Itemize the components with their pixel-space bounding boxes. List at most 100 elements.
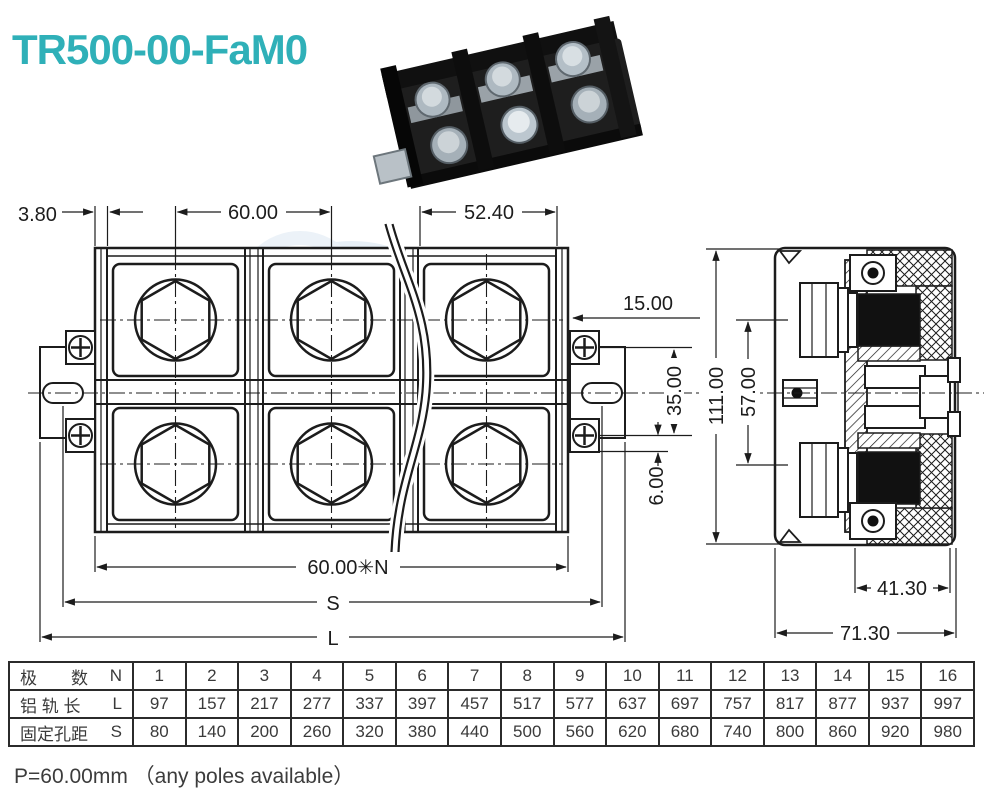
table-cell: 6 — [394, 661, 450, 691]
table-cell: 9 — [552, 661, 608, 691]
bolt-section-upper — [799, 282, 921, 358]
phillips-screw-icon — [572, 335, 597, 360]
terminal-body — [39, 246, 626, 534]
table-cell: 15 — [867, 661, 923, 691]
dim-rail-width: 35.00 — [664, 366, 686, 416]
thread-section — [857, 451, 921, 505]
table-cell: 2 — [184, 661, 240, 691]
row-label: 固定孔距 — [20, 724, 88, 744]
dim-cover-width: 52.40 — [464, 202, 514, 224]
table-cell: 12 — [710, 661, 765, 691]
dim-height: 111.00 — [706, 367, 728, 425]
dim-left-offset: 3.80 — [18, 204, 57, 226]
table-cell: 920 — [867, 717, 923, 747]
bolt-row-lower — [430, 85, 609, 165]
pitch-note: P=60.00mm （any poles available） — [14, 765, 355, 788]
table-cell: 10 — [605, 661, 660, 691]
table-cell: 260 — [289, 717, 345, 747]
table-cell: 97 — [132, 689, 187, 719]
dim-total-length: L — [327, 628, 338, 650]
table-cell: 517 — [499, 689, 555, 719]
table-cell: 4 — [289, 661, 345, 691]
table-cell: 697 — [657, 689, 713, 719]
table-cell: 337 — [342, 689, 397, 719]
table-cell: 637 — [605, 689, 660, 719]
table-cell: 5 — [342, 661, 397, 691]
front-view-drawing: 3.80 60.00 52.40 15.00 35.00 6.00 60.00✳… — [18, 201, 700, 650]
table-cell: 157 — [184, 689, 240, 719]
table-cell: 13 — [762, 661, 818, 691]
table-cell: 140 — [184, 717, 240, 747]
table-cell: 380 — [394, 717, 450, 747]
assembly-screw — [849, 254, 897, 540]
table-cell: 3 — [237, 661, 292, 691]
table-cell: 14 — [815, 661, 870, 691]
centerlines — [28, 254, 700, 528]
dim-inner-height: 57.00 — [738, 367, 760, 417]
table-cell: 277 — [289, 689, 345, 719]
product-photo — [372, 15, 643, 189]
dim-depth: 71.30 — [840, 623, 890, 645]
dim-pitch: 60.00 — [228, 202, 278, 224]
table-cell: 877 — [815, 689, 870, 719]
table-cell: 320 — [342, 717, 397, 747]
phillips-screw-icon — [68, 335, 93, 360]
table-cell: 200 — [237, 717, 292, 747]
table-cell: 980 — [920, 717, 975, 747]
table-cell: 860 — [815, 717, 870, 747]
rail-hook — [778, 528, 803, 543]
table-cell: 740 — [710, 717, 765, 747]
housing-section — [773, 246, 961, 547]
phillips-screw-icon — [68, 423, 93, 448]
page-title: TR500-00-FaM0 — [12, 26, 308, 73]
dim-inner-depth: 41.30 — [877, 578, 927, 600]
phillips-screw-icon — [572, 423, 597, 448]
table-cell: 937 — [867, 689, 923, 719]
row-symbol: L — [112, 694, 122, 713]
table-cell: 680 — [657, 717, 713, 747]
side-dimension-labels: 111.00 57.00 41.30 71.30 — [706, 358, 933, 645]
pole-divider — [244, 248, 264, 532]
table-cell: 757 — [710, 689, 765, 719]
side-view-drawing: 111.00 57.00 41.30 71.30 — [706, 246, 984, 645]
rail-hook — [778, 250, 803, 265]
table-cell: 80 — [132, 717, 187, 747]
table-cell: 440 — [447, 717, 502, 747]
dim-rail-offset: 6.00 — [646, 467, 668, 506]
center-connector — [864, 357, 961, 437]
dim-hole-span: S — [326, 593, 339, 615]
terminal-block-photo — [372, 15, 643, 189]
thread-section — [857, 293, 921, 347]
dim-tab-depth: 15.00 — [623, 293, 673, 315]
front-dimension-labels: 3.80 60.00 52.40 15.00 35.00 6.00 60.00✳… — [18, 201, 686, 650]
table-cell: 1 — [132, 661, 187, 691]
table-cell: 577 — [552, 689, 608, 719]
table-cell: 8 — [499, 661, 555, 691]
table-cell: 800 — [762, 717, 818, 747]
mounting-tab-photo — [372, 147, 413, 185]
table-cell: 217 — [237, 689, 292, 719]
row-label: 铝 轨 长 — [20, 696, 81, 716]
table-cell: 817 — [762, 689, 818, 719]
table-cell: 457 — [447, 689, 502, 719]
table-cell: 16 — [920, 661, 975, 691]
table-cell: 620 — [605, 717, 660, 747]
table-cell: 560 — [552, 717, 608, 747]
dim-total-pitch: 60.00✳N — [307, 557, 388, 579]
table-cell: 7 — [447, 661, 502, 691]
row-label: 极 数 — [20, 668, 88, 688]
left-mounting-bracket — [39, 330, 96, 453]
table-cell: 11 — [657, 661, 713, 691]
row-symbol: N — [109, 666, 122, 685]
bolt-section-lower — [799, 442, 921, 518]
right-mounting-bracket — [569, 330, 626, 453]
bolt-row-upper — [414, 41, 592, 118]
